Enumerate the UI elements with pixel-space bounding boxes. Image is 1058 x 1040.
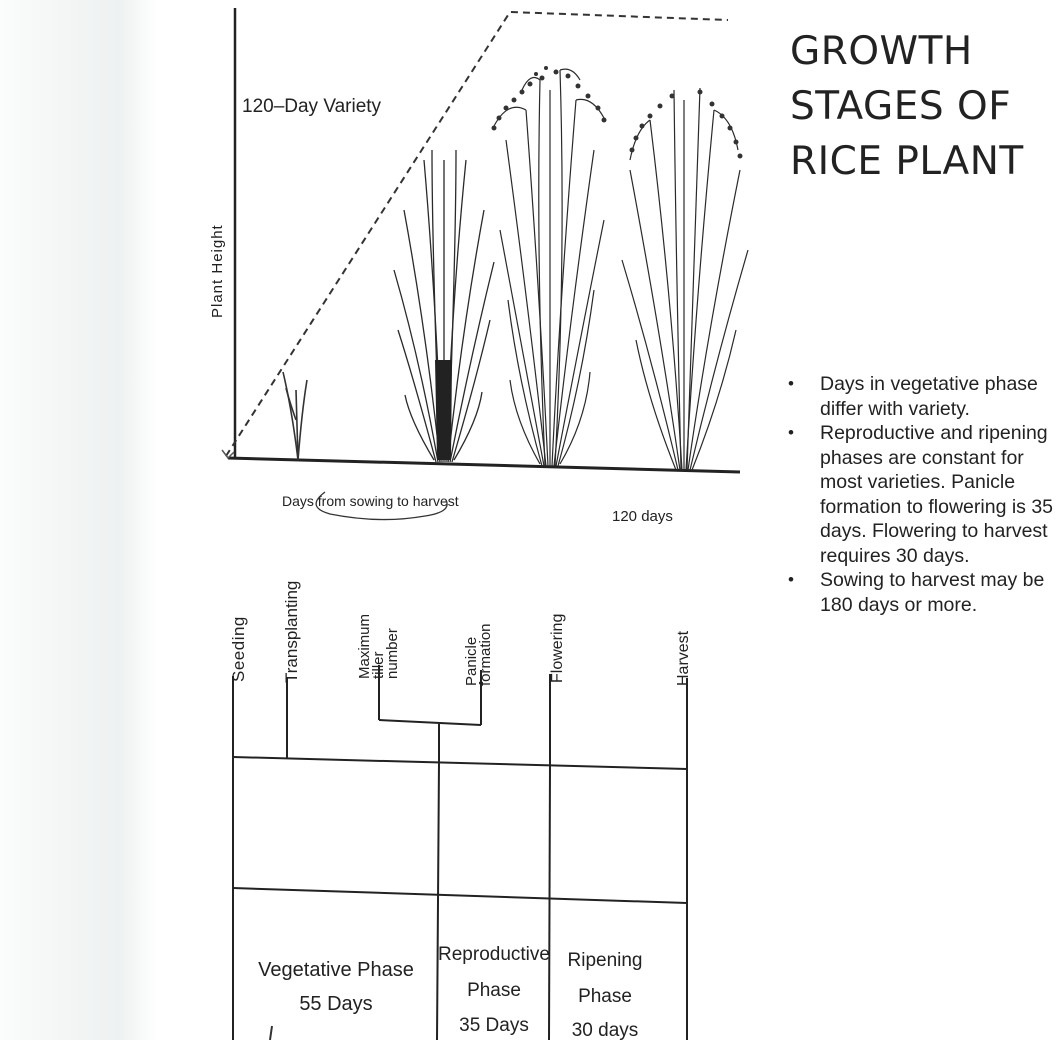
ripening-phase-name-1: Ripening [568, 950, 643, 971]
reproductive-phase-days: 35 Days [459, 1015, 529, 1036]
stage-ticks [233, 665, 687, 770]
tiller-base [435, 360, 452, 460]
stage-label-formation: formation [477, 623, 494, 686]
reproductive-phase-name-1: Reproductive [438, 944, 550, 965]
stage-label-seeding: Seeding [229, 616, 248, 682]
stage-label-number: number [384, 628, 401, 679]
stage-label-flowering: Flowering [549, 614, 566, 683]
growth-curve [226, 12, 728, 456]
vegetative-phase-days: 55 Days [299, 993, 372, 1015]
stage-label-harvest: Harvest [675, 630, 692, 686]
flowering-panicles [492, 66, 607, 131]
seedling-plant [283, 372, 307, 460]
reproductive-phase-name-2: Phase [467, 980, 521, 1001]
y-axis-label: Plant Height [209, 224, 226, 318]
end-label: 120 days [612, 508, 673, 525]
x-caption: Days from sowing to harvest [282, 493, 459, 509]
stage-label-transplanting: Transplanting [282, 581, 301, 683]
ripening-panicles [630, 90, 743, 159]
ripening-plant [622, 88, 748, 470]
ripening-phase-name-2: Phase [578, 986, 632, 1007]
variety-label: 120–Day Variety [242, 96, 382, 117]
x-axis [228, 458, 740, 472]
vegetative-phase-name: Vegetative Phase [258, 959, 414, 981]
flowering-plant [494, 69, 604, 466]
pen-mark [270, 1026, 272, 1040]
ripening-phase-days: 30 days [572, 1020, 639, 1040]
